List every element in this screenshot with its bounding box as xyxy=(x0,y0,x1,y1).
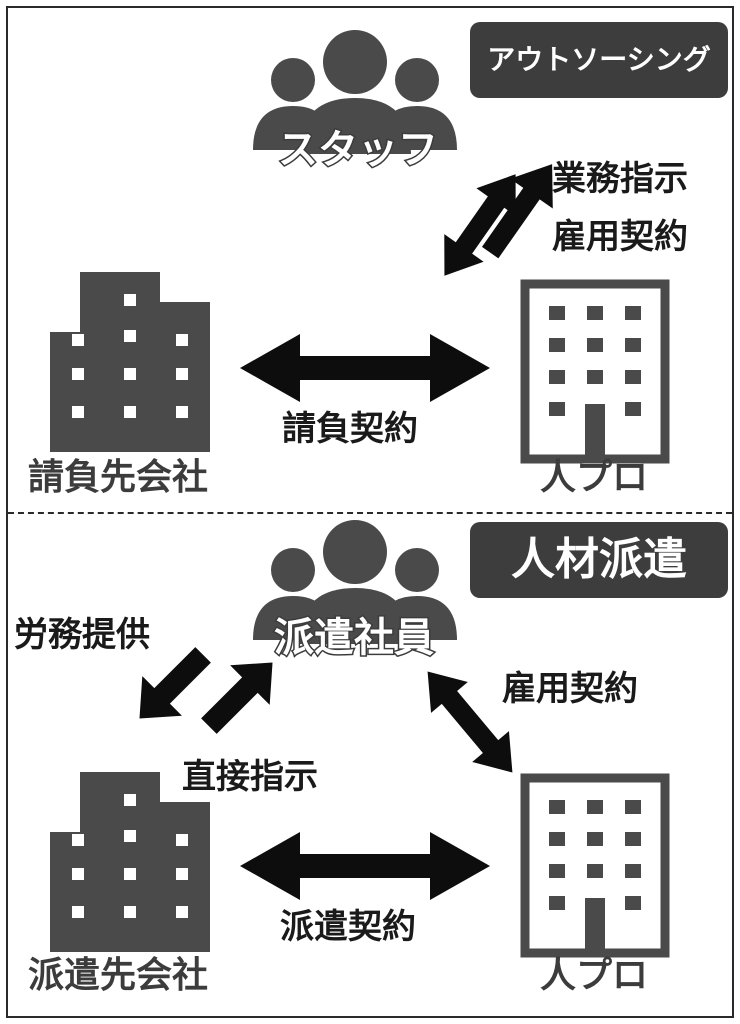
provider-label: 人プロ xyxy=(540,457,649,498)
direct-instruction-label: 直接指示 xyxy=(182,757,318,797)
provider-building-icon xyxy=(525,284,665,459)
dispatch-client-label: 派遣先会社 xyxy=(28,955,209,996)
dispatch-provider-building-icon xyxy=(525,778,665,953)
client-label: 請負先会社 xyxy=(28,457,209,498)
dispatch-provider-label: 人プロ xyxy=(540,955,649,996)
dispatch-staff-label: 派遣社員 xyxy=(273,615,436,661)
labor-arrow xyxy=(139,647,211,719)
section-divider xyxy=(8,512,732,514)
outsourcing-title: アウトソーシング xyxy=(487,43,711,76)
dispatch-client-building-icon xyxy=(50,772,210,952)
instruction-arrow xyxy=(481,164,553,259)
dispatch-contract-label: 派遣契約 xyxy=(280,907,416,947)
contract-double-arrow xyxy=(240,334,490,402)
employment-label: 雇用契約 xyxy=(552,217,688,257)
dispatch-title-badge: 人材派遣 xyxy=(470,522,728,598)
employment-double-arrow xyxy=(444,174,516,276)
dispatch-employment-double-arrow xyxy=(427,671,513,773)
diagram-frame xyxy=(6,6,734,1018)
client-building-icon xyxy=(50,272,210,452)
outsourcing-title-badge: アウトソーシング xyxy=(470,22,728,98)
staff-label: スタッフ xyxy=(277,127,440,173)
labor-label: 労務提供 xyxy=(14,615,150,655)
contract-label: 請負契約 xyxy=(282,409,418,449)
direct-instruction-arrow xyxy=(201,662,273,734)
instruction-label: 業務指示 xyxy=(552,159,688,199)
employment-label-dispatch: 雇用契約 xyxy=(502,669,638,709)
dispatch-contract-double-arrow xyxy=(240,832,490,900)
dispatch-title: 人材派遣 xyxy=(511,534,687,585)
